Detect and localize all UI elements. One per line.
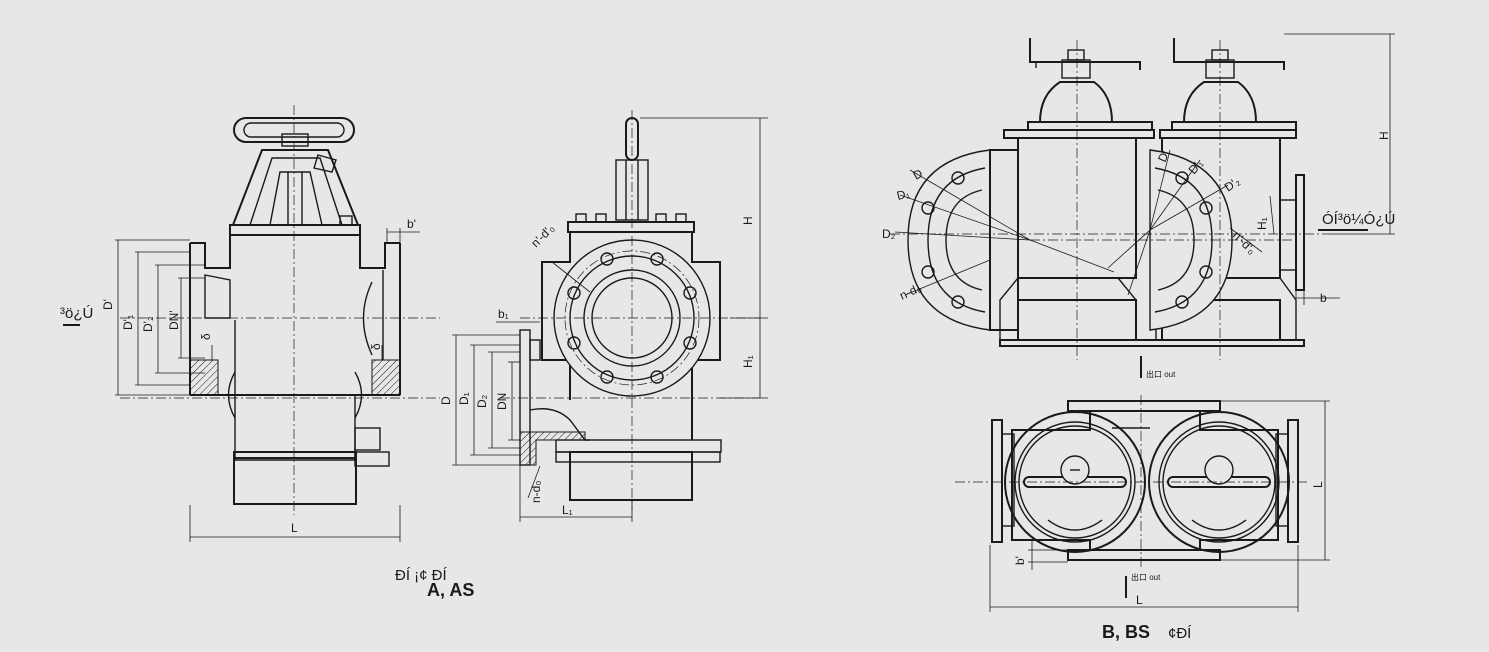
- caption-right-b: ¢ÐÍ: [1168, 625, 1192, 642]
- side-note-right: ÓÍ³ö¼Ó¿Ú: [1322, 211, 1395, 228]
- dim-D1-mid: D₁: [457, 392, 471, 405]
- caption-left-top: ÐÍ ¡¢ ÐÍ: [395, 567, 448, 584]
- dim-L-plan: L: [1136, 593, 1143, 607]
- dim-b-prime-left: b': [407, 217, 416, 231]
- dim-delta-left: δ: [199, 333, 213, 340]
- dim-D-prime-right: D': [1155, 148, 1172, 164]
- view-a-front: [63, 105, 440, 542]
- dim-D-mid: D: [439, 396, 453, 405]
- dim-D2-mid: D₂: [475, 394, 489, 408]
- out-label-top: 出口 out: [1146, 369, 1176, 379]
- dim-b-right: b: [1320, 291, 1327, 305]
- dim-D1-prime-left: D'₁: [121, 315, 135, 330]
- dim-L1: L₁: [562, 503, 573, 517]
- dim-n-d0-mid: n-d₀: [529, 481, 543, 503]
- dim-b-prime-plan: b': [1013, 556, 1027, 565]
- dim-D-right: D: [911, 166, 926, 183]
- dim-DN: DN: [495, 393, 509, 410]
- dim-D-prime-left: D': [101, 299, 115, 310]
- dim-D2-prime-left: D'₂: [141, 316, 155, 332]
- side-note-left: ³ö¿Ú: [60, 305, 93, 322]
- out-label-bottom: 出口 out: [1131, 572, 1161, 582]
- dim-n-d0-prime-mid: n'-d'₀: [528, 221, 557, 250]
- dim-D2-prime-right: D'₂: [1222, 174, 1243, 195]
- dim-H1-right: H₁: [1255, 217, 1269, 230]
- view-b-plan: [955, 395, 1330, 612]
- caption-right-a: B, BS: [1102, 622, 1150, 642]
- dim-L-plan-vertical: L: [1311, 481, 1325, 488]
- dim-n-d0-prime-right: n'-d'₀: [1230, 228, 1259, 257]
- dim-H-mid: H: [741, 216, 755, 225]
- dim-H1-mid: H₁: [741, 355, 755, 368]
- dim-delta-right: δ: [369, 343, 383, 350]
- dim-D1-right: D₁: [895, 186, 911, 203]
- dim-D2-right: D₂: [882, 227, 896, 241]
- view-a-side: [452, 110, 768, 522]
- caption-left: A, AS: [427, 580, 474, 600]
- dim-L-left: L: [291, 521, 298, 535]
- dim-b1: b₁: [498, 307, 509, 321]
- view-b-front: [890, 33, 1395, 378]
- dim-DN-prime: DN': [167, 310, 181, 330]
- dim-H-right: H: [1377, 131, 1391, 140]
